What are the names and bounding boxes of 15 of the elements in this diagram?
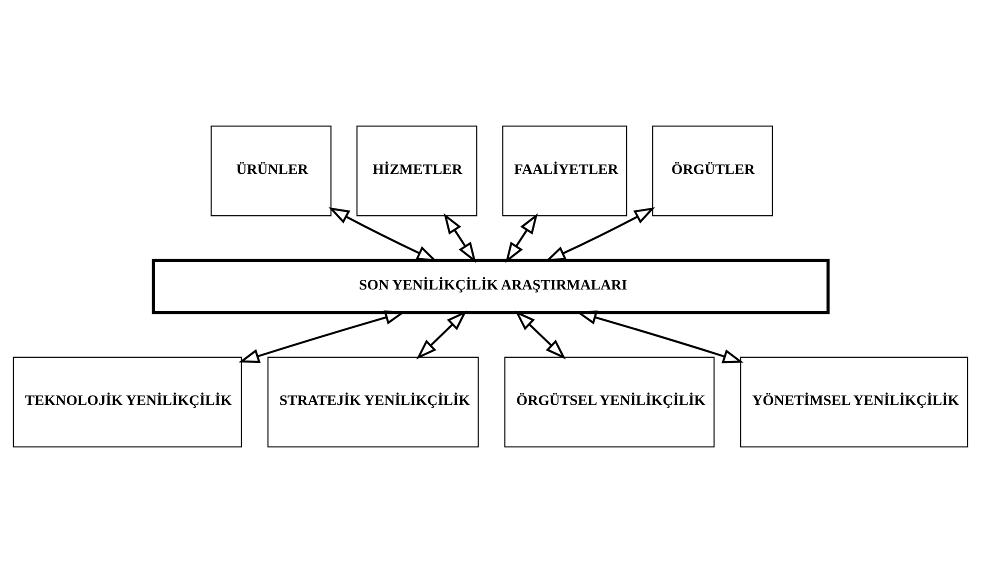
node-box: ÖRGÜTSEL YENİLİKÇİLİK <box>504 356 715 448</box>
arrow <box>505 213 538 264</box>
arrow <box>444 213 476 264</box>
arrow <box>514 310 566 360</box>
arrow <box>328 207 438 262</box>
node-box: ÜRÜNLER <box>210 126 332 216</box>
arrow <box>416 310 467 360</box>
node-box: YÖNETİMSEL YENİLİKÇİLİK <box>740 356 968 448</box>
node-box: TEKNOLOJİK YENİLİKÇİLİK <box>12 356 242 448</box>
node-box: STRATEJİK YENİLİKÇİLİK <box>267 356 479 448</box>
node-box: FAALİYETLER <box>502 126 628 216</box>
node-box: SON YENİLİKÇİLİK ARAŞTIRMALARI <box>152 258 830 314</box>
node-box: ÖRGÜTLER <box>652 126 773 216</box>
arrow <box>544 207 656 262</box>
node-box: HİZMETLER <box>356 126 478 216</box>
